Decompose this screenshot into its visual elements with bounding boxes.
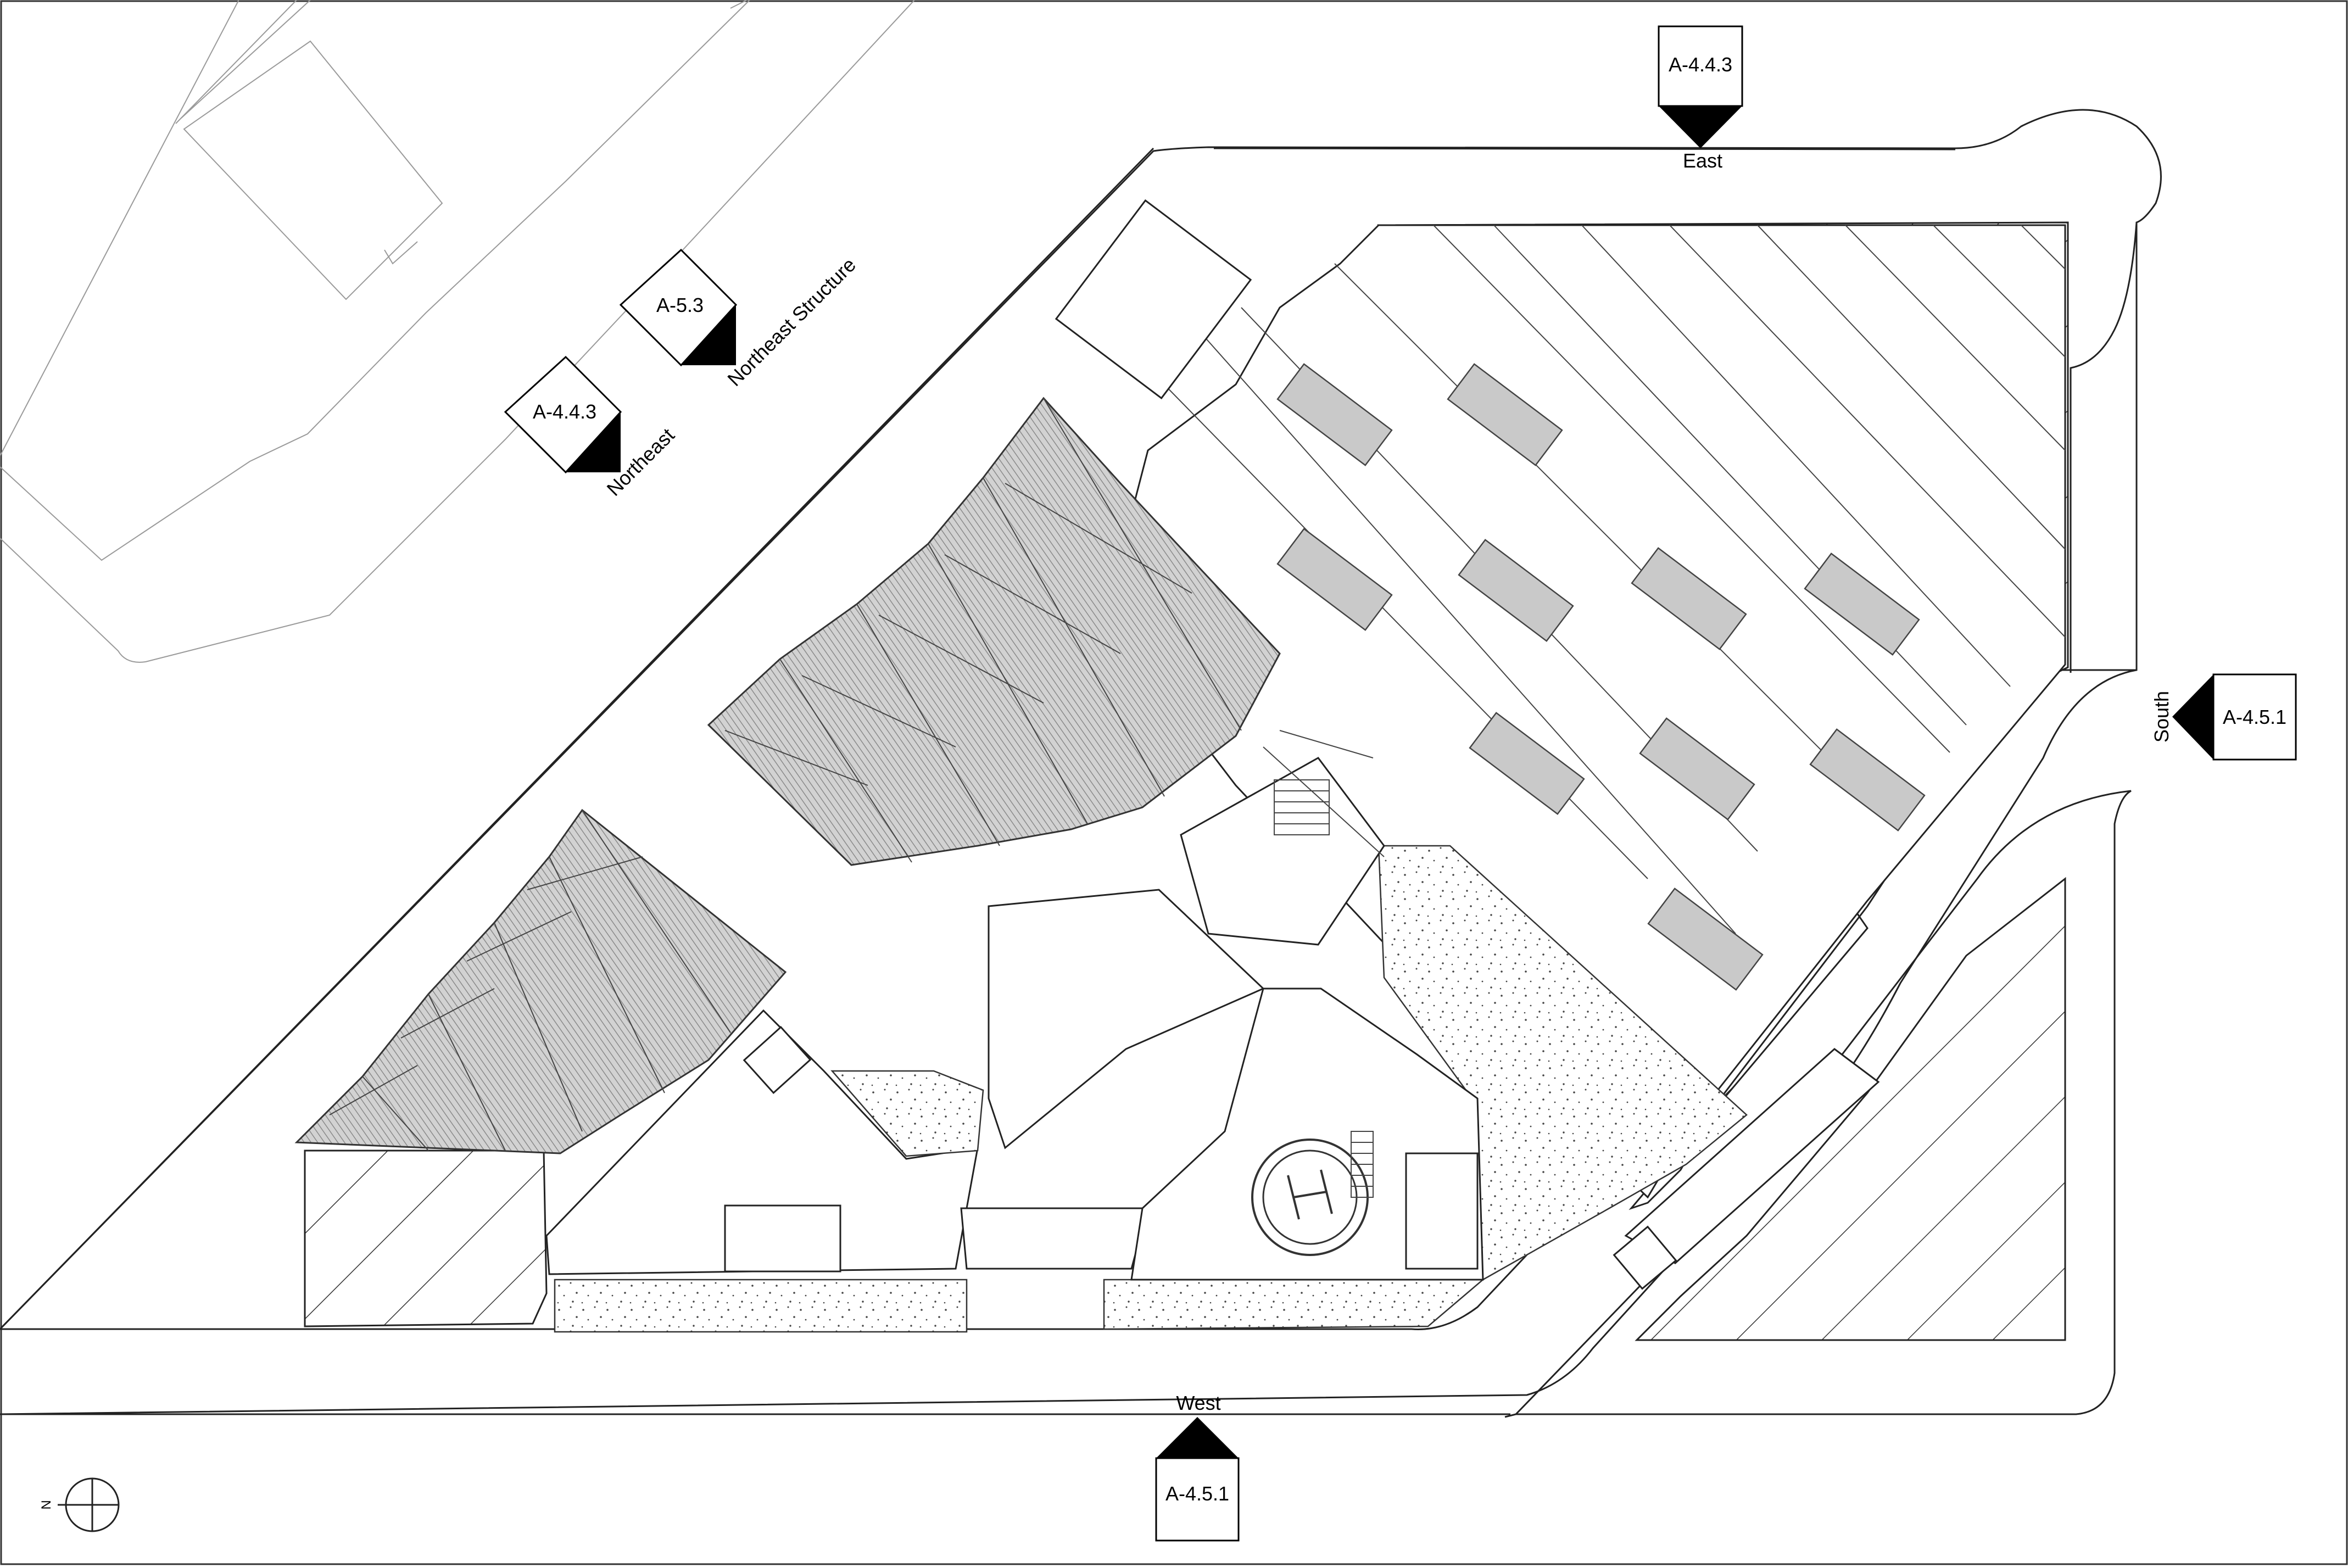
tag-northeast-number: A-4.4.3 <box>533 400 596 423</box>
tag-west-number: A-4.5.1 <box>1165 1482 1229 1505</box>
hatched-lot-southeast <box>1635 877 2066 1341</box>
helipad <box>1251 1139 1369 1256</box>
section-tag-south[interactable]: A-4.5.1 South <box>2150 673 2297 761</box>
tag-northeast-structure-arrow <box>681 305 736 365</box>
hatched-lot-west <box>304 1150 548 1327</box>
section-tag-northeast[interactable]: A-4.4.3 Northeast <box>504 355 679 500</box>
section-tag-east[interactable]: A-4.4.3 East <box>1658 25 1743 172</box>
central-buildings <box>545 199 1880 1333</box>
tag-east-arrow <box>1659 106 1742 148</box>
solar-panels <box>1276 363 1926 991</box>
north-arrow-letter: N <box>39 1500 54 1509</box>
tag-south-number: A-4.5.1 <box>2223 706 2286 728</box>
sawtooth-roof-north <box>707 397 1281 866</box>
tag-west-label: West <box>1176 1392 1220 1414</box>
tag-northeast-structure-label: Northeast Structure <box>723 253 860 390</box>
sawtooth-roof-south <box>294 808 787 1154</box>
tag-south-arrow <box>2172 674 2213 760</box>
tag-northeast-arrow <box>566 412 621 472</box>
north-arrow: N <box>39 1477 120 1532</box>
section-tag-west[interactable]: West A-4.5.1 <box>1155 1392 1240 1542</box>
tag-northeast-structure-number: A-5.3 <box>656 294 704 316</box>
neighbouring-lot <box>0 0 915 663</box>
tag-west-arrow <box>1156 1417 1239 1458</box>
tag-south-label: South <box>2150 691 2173 743</box>
section-tag-northeast-structure[interactable]: A-5.3 Northeast Structure <box>619 248 860 390</box>
tag-east-label: East <box>1683 149 1722 172</box>
tag-east-number: A-4.4.3 <box>1669 53 1732 76</box>
